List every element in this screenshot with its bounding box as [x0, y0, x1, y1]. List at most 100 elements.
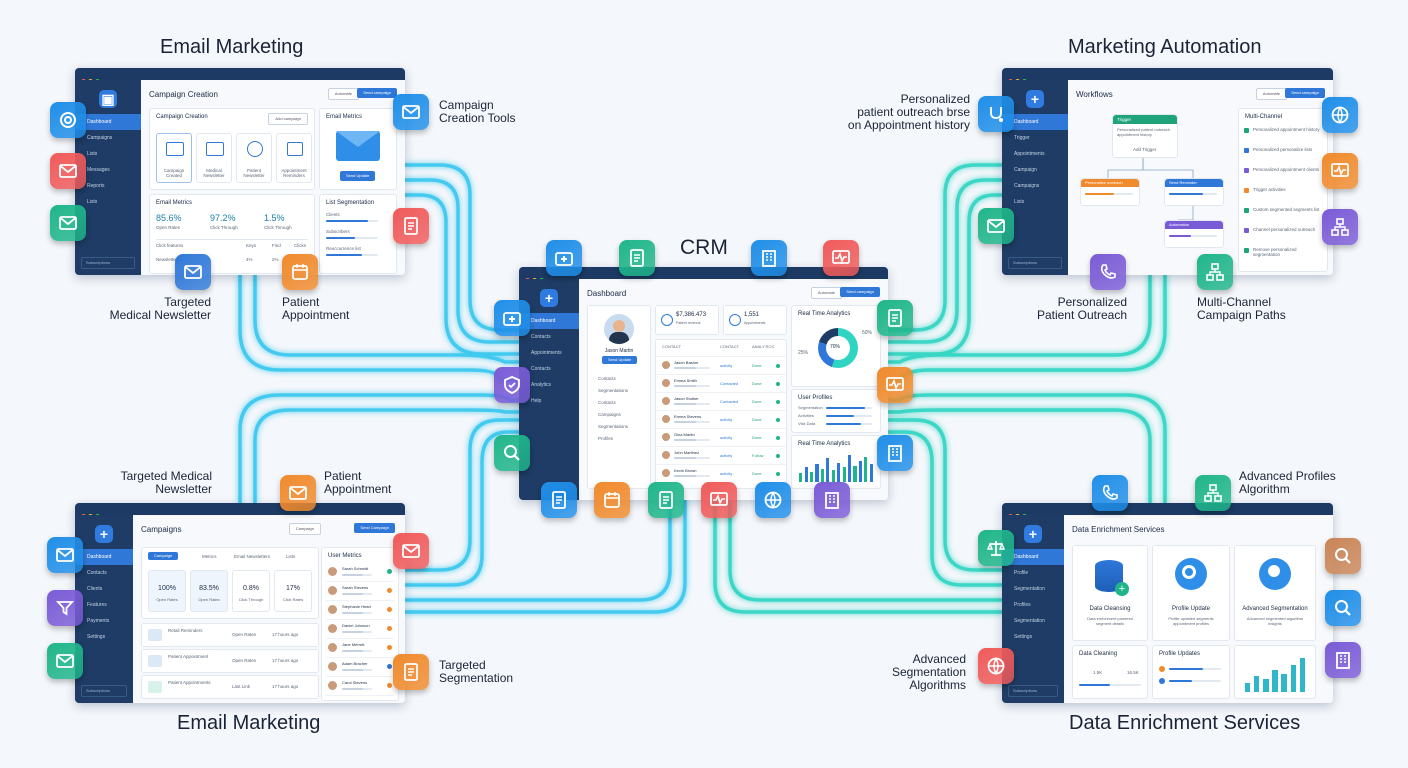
list-item[interactable]: Carol Stevens	[326, 678, 394, 696]
list-item[interactable]: Reoccurrence list	[326, 246, 361, 251]
nav-item[interactable]: Segmentation	[1014, 618, 1045, 624]
tile-profile-update[interactable]: Profile Update Profile updated segments …	[1152, 545, 1230, 641]
sidebar-footer[interactable]: Subscriptions	[81, 257, 135, 269]
nav-item[interactable]: Contacts	[87, 570, 107, 576]
search-icon[interactable]	[494, 435, 530, 471]
nav-item[interactable]: Trigger	[1014, 135, 1030, 141]
nav-item[interactable]: Lists	[87, 199, 98, 205]
nav-item[interactable]: Campaigns	[87, 135, 113, 141]
newsletter-icon[interactable]	[50, 205, 86, 241]
hospital-icon[interactable]	[814, 482, 850, 518]
chart-icon[interactable]	[1195, 475, 1231, 511]
newsletter-icon[interactable]	[175, 254, 211, 290]
newsletter-icon[interactable]	[47, 537, 83, 573]
channel-item[interactable]: Channel personalized outreach	[1253, 227, 1316, 232]
clipboard-icon[interactable]	[541, 482, 577, 518]
send-update-button[interactable]: Send Update	[340, 171, 376, 181]
channel-item[interactable]: Remove personalized segmentation	[1253, 247, 1297, 257]
channel-item[interactable]: Personalized appointment clients	[1253, 167, 1320, 172]
nav-item[interactable]: Clients	[87, 586, 103, 592]
list-item[interactable]: Stephanie Heart	[326, 602, 394, 620]
nav-item[interactable]: Dashboard	[519, 313, 579, 329]
stethoscope-icon[interactable]	[978, 96, 1014, 132]
clipboard-icon[interactable]	[877, 300, 913, 336]
tab-email-newsletters[interactable]: Email Newsletters	[234, 554, 271, 559]
profile-icon[interactable]	[1325, 538, 1361, 574]
tab-metrics[interactable]: Metrics	[202, 554, 217, 559]
list-item[interactable]: Adam Bracher	[326, 659, 394, 677]
nav-item[interactable]: Profile	[1014, 570, 1029, 576]
tile-data-cleansing[interactable]: + Data Cleansing Data enrichment powered…	[1072, 545, 1148, 641]
shield-icon[interactable]	[494, 367, 530, 403]
globe-icon[interactable]	[1322, 97, 1358, 133]
send-campaign-button[interactable]: Send campaign	[840, 287, 880, 297]
profile-link[interactable]: Segmentations	[598, 424, 629, 429]
nav-item[interactable]: Appointments	[531, 350, 562, 356]
profile-link[interactable]: Contacts	[598, 376, 616, 381]
nav-item[interactable]: Help	[531, 398, 542, 404]
tab-campaign[interactable]: Campaign	[148, 552, 179, 560]
clipboard-icon[interactable]	[619, 240, 655, 276]
profile-link[interactable]: Profiles	[598, 436, 614, 441]
profile-link[interactable]: Campaigns	[598, 412, 621, 417]
nav-item[interactable]: Lists	[87, 151, 98, 157]
clipboard-icon[interactable]	[393, 208, 429, 244]
personalize-node[interactable]: Personalize outreach	[1080, 178, 1140, 206]
nav-item[interactable]: Dashboard	[75, 549, 133, 565]
sidebar-footer[interactable]: Subscriptions	[1008, 685, 1058, 697]
envelope-icon[interactable]	[50, 153, 86, 189]
reminder-node[interactable]: Send Reminder	[1164, 178, 1224, 206]
workflow-icon[interactable]	[1197, 254, 1233, 290]
envelope-icon[interactable]	[393, 533, 429, 569]
send-update-button[interactable]: Send Update	[602, 356, 638, 364]
sidebar-footer[interactable]: Subscriptions	[81, 685, 127, 697]
automate-button[interactable]: Automate	[327, 88, 359, 100]
hospital-icon[interactable]	[1325, 642, 1361, 678]
nav-item[interactable]: Payments	[87, 618, 110, 624]
medical-kit-icon[interactable]	[546, 240, 582, 276]
hospital-icon[interactable]	[751, 240, 787, 276]
nav-item[interactable]: Reports	[87, 183, 105, 189]
nav-item[interactable]: Contacts	[531, 366, 551, 372]
channel-item[interactable]: Personalized personalize lists	[1253, 147, 1313, 152]
list-item[interactable]: Jane Merrett	[326, 640, 394, 658]
tile-campaign-created[interactable]: Campaign Created	[156, 133, 192, 183]
brain-icon[interactable]	[978, 648, 1014, 684]
heart-monitor-icon[interactable]	[701, 482, 737, 518]
profile-link[interactable]: Segmentations	[598, 388, 629, 393]
scale-icon[interactable]	[978, 530, 1014, 566]
clipboard-icon[interactable]	[648, 482, 684, 518]
medical-cross-icon[interactable]	[494, 300, 530, 336]
nav-item[interactable]: Dashboard	[1002, 114, 1068, 130]
search-icon[interactable]	[1325, 590, 1361, 626]
trigger-node[interactable]: Trigger Personalized patient outreach ap…	[1112, 114, 1178, 158]
brain-icon[interactable]	[755, 482, 791, 518]
list-item[interactable]: Daniel Johnson	[326, 621, 394, 639]
sidebar-footer[interactable]: Subscriptions	[1008, 257, 1062, 269]
send-campaign-button[interactable]: Send Campaign	[354, 523, 395, 533]
calendar-icon[interactable]	[594, 482, 630, 518]
nav-item[interactable]: Campaign	[1014, 167, 1037, 173]
email-icon[interactable]	[50, 102, 86, 138]
list-item[interactable]: Sarah Schmidt	[326, 564, 394, 582]
nav-item[interactable]: Segmentation	[1014, 586, 1045, 592]
clipboard-icon[interactable]	[393, 654, 429, 690]
list-item[interactable]: Subscribers	[326, 229, 350, 234]
envelope-icon[interactable]	[393, 94, 429, 130]
channel-item[interactable]: Personalized appointment history	[1253, 127, 1320, 132]
workflow-icon[interactable]	[1322, 209, 1358, 245]
email-icon[interactable]	[978, 208, 1014, 244]
add-trigger-button[interactable]: Add Trigger	[1133, 147, 1157, 152]
add-campaign-button[interactable]: Add campaign	[268, 113, 308, 125]
phone-icon[interactable]	[1090, 254, 1126, 290]
chart-icon[interactable]	[1322, 153, 1358, 189]
nav-item[interactable]: Analytics	[531, 382, 552, 388]
list-item[interactable]: Clients	[326, 212, 340, 217]
